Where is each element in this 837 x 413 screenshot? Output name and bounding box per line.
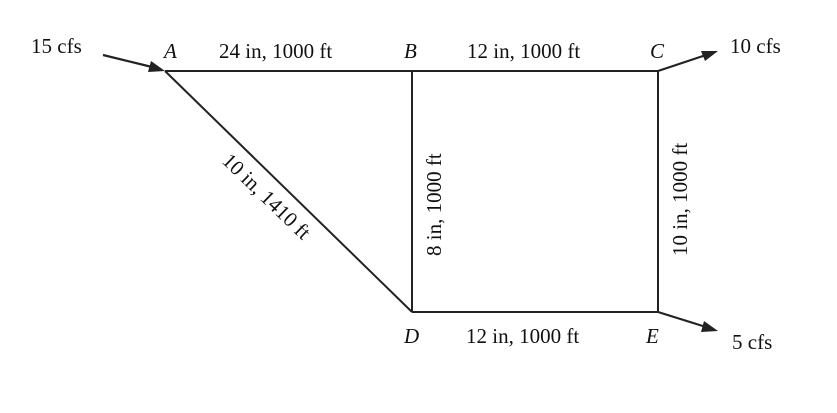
flow-label-outflow-e: 5 cfs — [732, 330, 772, 354]
node-label-c: C — [650, 39, 665, 63]
pipe-ad — [164, 70, 413, 313]
inflow-arrow-a — [102, 53, 165, 72]
pipe-label-bc: 12 in, 1000 ft — [467, 39, 580, 63]
pipe-label-bd: 8 in, 1000 ft — [422, 153, 446, 256]
node-label-d: D — [403, 324, 419, 348]
flow-label-outflow-c: 10 cfs — [730, 34, 781, 58]
outflow-arrow-c — [657, 51, 718, 73]
outflow-arrow-e — [657, 310, 718, 332]
node-label-a: A — [162, 39, 177, 63]
node-label-b: B — [404, 39, 417, 63]
pipe-label-ad: 10 in, 1410 ft — [218, 148, 316, 244]
pipe-label-ce: 10 in, 1000 ft — [668, 143, 692, 256]
flow-label-inflow-a: 15 cfs — [31, 34, 82, 58]
node-label-e: E — [645, 324, 659, 348]
pipe-label-de: 12 in, 1000 ft — [466, 324, 579, 348]
pipe-label-ab: 24 in, 1000 ft — [219, 39, 332, 63]
